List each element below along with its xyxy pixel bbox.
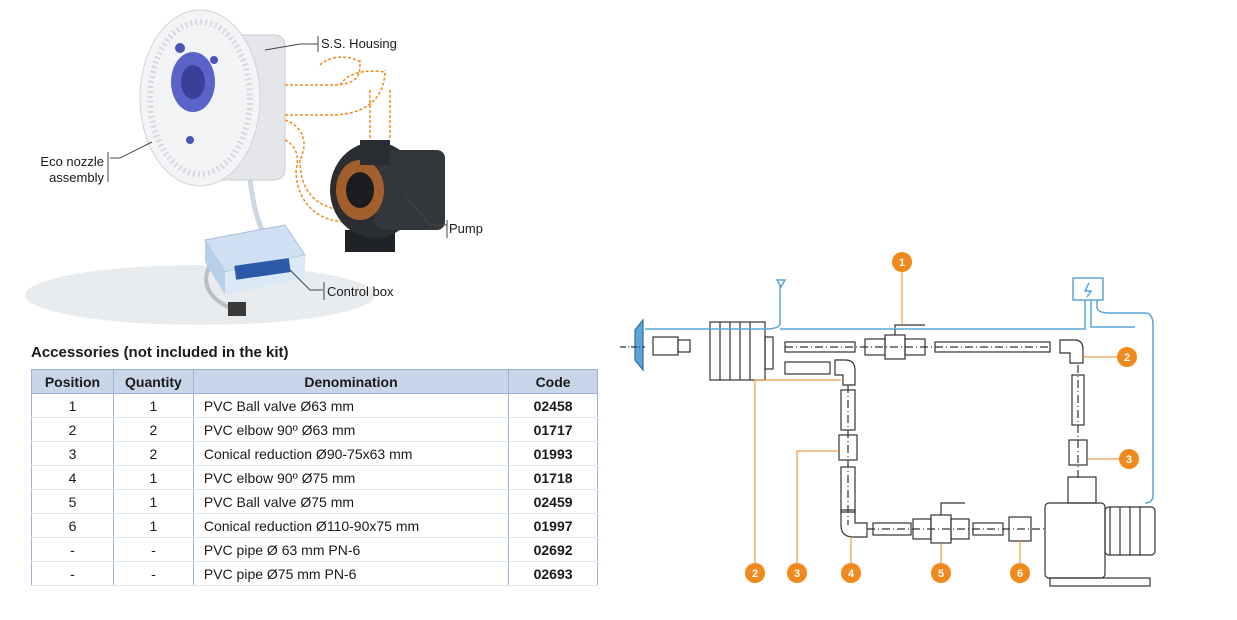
header-denomination: Denomination: [192, 369, 510, 394]
badge-2-left-label: 2: [752, 568, 758, 580]
badge-3-left-label: 3: [794, 568, 800, 580]
badge-4: 4: [841, 563, 861, 583]
badge-2-right: 2: [1117, 347, 1137, 367]
cell-position: -: [31, 561, 114, 586]
cell-quantity: 1: [112, 465, 194, 490]
product-illustration: [25, 9, 448, 325]
cell-position: 1: [31, 393, 114, 418]
header-quantity: Quantity: [112, 369, 194, 394]
badge-1: 1: [892, 252, 912, 272]
cell-denomination: PVC Ball valve Ø75 mm: [192, 489, 510, 514]
eco-nozzle-grille: [139, 9, 261, 187]
cell-code: 01717: [508, 417, 598, 442]
badge-2-left: 2: [745, 563, 765, 583]
cell-position: 5: [31, 489, 114, 514]
cell-code: 02459: [508, 489, 598, 514]
cell-denomination: Conical reduction Ø90-75x63 mm: [192, 441, 510, 466]
cell-position: -: [31, 537, 114, 562]
cell-denomination: Conical reduction Ø110-90x75 mm: [192, 513, 510, 538]
badge-4-label: 4: [848, 568, 855, 580]
badge-3-right-label: 3: [1126, 454, 1132, 466]
installation-diagram: 1 2 3 2 3 4 5 6: [620, 252, 1156, 587]
cell-denomination: PVC elbow 90º Ø75 mm: [192, 465, 510, 490]
accessories-title: Accessories (not included in the kit): [31, 344, 289, 361]
cell-code: 02693: [508, 561, 598, 586]
cell-quantity: 2: [112, 417, 194, 442]
nozzle-label: Eco nozzle assembly: [40, 154, 104, 185]
cell-code: 01993: [508, 441, 598, 466]
cell-position: 2: [31, 417, 114, 442]
cell-quantity: 1: [112, 393, 194, 418]
cell-denomination: PVC Ball valve Ø63 mm: [192, 393, 510, 418]
pump-label: Pump: [449, 221, 483, 236]
cell-quantity: 1: [112, 513, 194, 538]
cell-quantity: -: [112, 537, 194, 562]
badge-3-right: 3: [1119, 449, 1139, 469]
cell-code: 01718: [508, 465, 598, 490]
cell-code: 02458: [508, 393, 598, 418]
badge-5: 5: [931, 563, 951, 583]
housing-label: S.S. Housing: [321, 36, 397, 51]
cell-position: 6: [31, 513, 114, 538]
dashed-pipework: [284, 56, 391, 223]
cell-denomination: PVC pipe Ø 63 mm PN-6: [192, 537, 510, 562]
control-box-illustration: [204, 224, 306, 295]
header-position: Position: [31, 369, 114, 394]
header-code: Code: [508, 369, 598, 394]
cell-denomination: PVC pipe Ø75 mm PN-6: [192, 561, 510, 586]
badge-5-label: 5: [938, 568, 944, 580]
cell-quantity: 1: [112, 489, 194, 514]
pump-illustration: [330, 140, 445, 252]
badge-1-label: 1: [899, 257, 905, 269]
cell-position: 4: [31, 465, 114, 490]
control-box-label: Control box: [327, 284, 394, 299]
cell-quantity: 2: [112, 441, 194, 466]
badge-3-left: 3: [787, 563, 807, 583]
badge-2-right-label: 2: [1124, 352, 1130, 364]
cell-position: 3: [31, 441, 114, 466]
cell-quantity: -: [112, 561, 194, 586]
table-header-row: Position Quantity Denomination Code: [31, 369, 598, 394]
cell-denomination: PVC elbow 90º Ø63 mm: [192, 417, 510, 442]
badge-6-label: 6: [1017, 568, 1023, 580]
cell-code: 01997: [508, 513, 598, 538]
cell-code: 02692: [508, 537, 598, 562]
badge-6: 6: [1010, 563, 1030, 583]
